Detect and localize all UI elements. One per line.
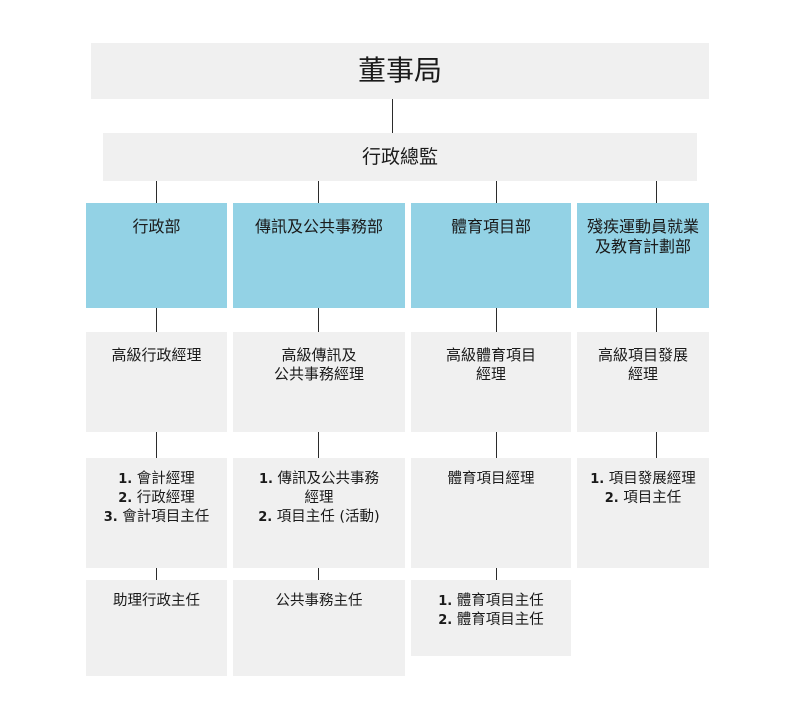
connector-senior-4-to-list-4	[656, 432, 657, 458]
connector-dept-3-to-senior-3	[496, 308, 497, 332]
node-board-label: 董事局	[357, 54, 442, 88]
list-item-number: 2.	[118, 490, 137, 506]
node-department-2-label: 傳訊及公共事務部	[254, 217, 383, 236]
list-item: 1. 體育項目主任	[417, 592, 565, 611]
node-officer-2-label: 公共事務主任	[275, 593, 363, 609]
node-department-4: 殘疾運動員就業 及教育計劃部	[577, 203, 709, 308]
node-officer-1: 助理行政主任	[86, 580, 227, 676]
connector-executive-to-dept-4	[656, 181, 657, 203]
connector-senior-3-to-list-3	[496, 432, 497, 458]
node-senior-1: 高級行政經理	[86, 332, 227, 432]
list-item: 1. 傳訊及公共事務 經理	[239, 470, 399, 508]
node-senior-4-label: 高級項目發展 經理	[597, 346, 688, 384]
list-item-label: 行政經理	[136, 489, 195, 506]
node-senior-3-label: 高級體育項目 經理	[445, 346, 536, 384]
connector-senior-2-to-list-2	[318, 432, 319, 458]
node-officer-2: 公共事務主任	[233, 580, 405, 676]
node-executive: 行政總監	[103, 133, 697, 181]
connector-list-3-to-officer-3	[496, 568, 497, 580]
list-item-label: 項目主任	[623, 489, 682, 506]
connector-executive-to-dept-2	[318, 181, 319, 203]
list-item-label: 項目發展經理	[608, 471, 696, 487]
node-manager-list-3: 體育項目經理	[411, 458, 571, 568]
list-item-label: 體育項目主任	[456, 611, 544, 628]
node-senior-3: 高級體育項目 經理	[411, 332, 571, 432]
connector-senior-1-to-list-1	[156, 432, 157, 458]
list-item-label: 會計經理	[136, 471, 195, 487]
list-item-number: 3.	[103, 509, 123, 525]
node-senior-2: 高級傳訊及 公共事務經理	[233, 332, 405, 432]
list-item-label: 會計項目主任	[122, 508, 210, 525]
connector-list-1-to-officer-1	[156, 568, 157, 580]
node-department-4-label: 殘疾運動員就業 及教育計劃部	[586, 217, 699, 257]
connector-dept-2-to-senior-2	[318, 308, 319, 332]
list-item-number: 1.	[258, 472, 278, 487]
list-item-number: 1.	[590, 472, 609, 487]
connector-executive-to-dept-1	[156, 181, 157, 203]
connector-dept-1-to-senior-1	[156, 308, 157, 332]
list-item-number: 2.	[258, 509, 277, 525]
list-item: 1. 會計經理	[92, 470, 221, 489]
list-item: 3. 會計項目主任	[92, 508, 221, 527]
node-manager-list-3-label: 體育項目經理	[447, 471, 535, 487]
connector-executive-to-dept-3	[496, 181, 497, 203]
list-item-label: 體育項目主任	[456, 593, 544, 609]
node-senior-1-label: 高級行政經理	[111, 346, 202, 364]
list-item: 2. 項目主任 (活動)	[239, 508, 399, 527]
node-senior-2-label: 高級傳訊及 公共事務經理	[273, 346, 364, 384]
list-item-label: 項目主任 (活動)	[276, 508, 380, 525]
list-item-number: 1.	[438, 594, 457, 609]
node-department-2: 傳訊及公共事務部	[233, 203, 405, 308]
node-board: 董事局	[91, 43, 709, 99]
node-department-1: 行政部	[86, 203, 227, 308]
list-item: 2. 項目主任	[583, 489, 703, 508]
list-item: 2. 體育項目主任	[417, 611, 565, 630]
list-item-number: 1.	[118, 472, 137, 487]
list-item-label: 傳訊及公共事務 經理	[277, 471, 380, 506]
connector-dept-4-to-senior-4	[656, 308, 657, 332]
list-item-number: 2.	[438, 612, 457, 628]
node-department-1-label: 行政部	[132, 217, 181, 236]
connector-list-2-to-officer-2	[318, 568, 319, 580]
list-item: 2. 行政經理	[92, 489, 221, 508]
node-department-3: 體育項目部	[411, 203, 571, 308]
list-item-number: 2.	[604, 490, 624, 506]
node-senior-4: 高級項目發展 經理	[577, 332, 709, 432]
node-officer-1-label: 助理行政主任	[113, 593, 200, 609]
list-item: 1. 項目發展經理	[583, 470, 703, 489]
connector-board-to-executive	[392, 99, 393, 133]
node-department-3-label: 體育項目部	[450, 217, 531, 236]
node-executive-label: 行政總監	[361, 145, 438, 168]
